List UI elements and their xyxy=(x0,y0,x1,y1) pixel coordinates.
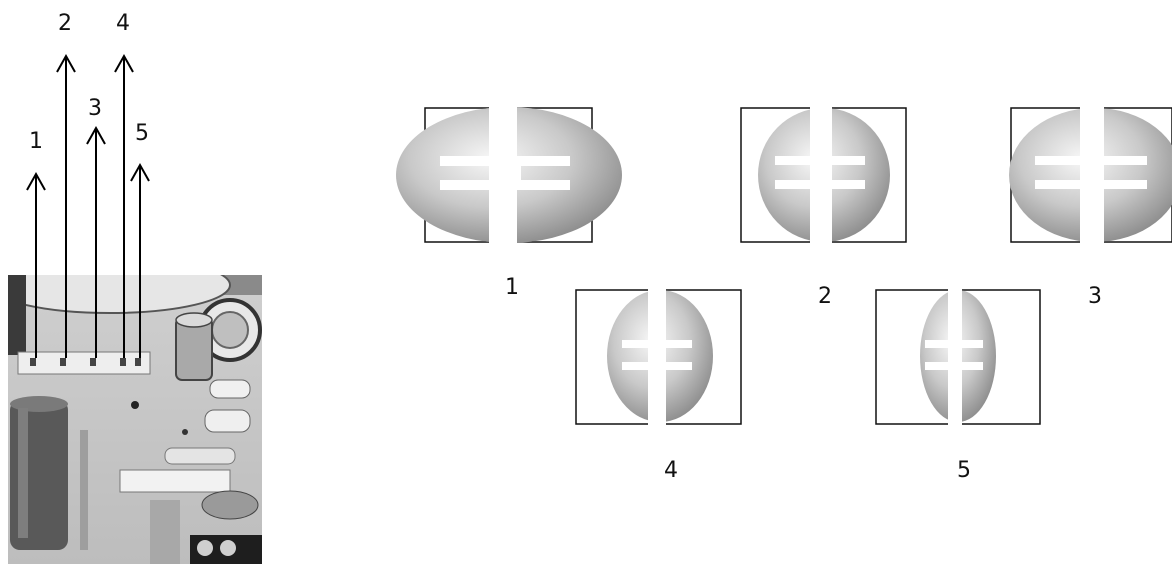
panel-5 xyxy=(875,289,1041,425)
panel-4 xyxy=(575,289,742,425)
panel-2 xyxy=(740,107,907,245)
arrow-5 xyxy=(130,162,150,358)
arrow-label-4: 4 xyxy=(116,11,130,36)
arrow-2 xyxy=(56,53,76,358)
arrow-3 xyxy=(86,125,106,358)
panel-label-5: 5 xyxy=(957,458,971,483)
circuit-board-photo xyxy=(8,275,262,564)
panel-3 xyxy=(1009,107,1172,245)
panel-label-2: 2 xyxy=(818,284,832,309)
arrow-label-1: 1 xyxy=(29,129,43,154)
arrow-label-5: 5 xyxy=(135,121,149,146)
panel-1 xyxy=(396,107,622,245)
panel-label-1: 1 xyxy=(505,275,519,300)
arrow-1 xyxy=(26,171,46,358)
arrow-group xyxy=(26,53,150,358)
arrow-label-2: 2 xyxy=(58,11,72,36)
panel-label-4: 4 xyxy=(664,458,678,483)
arrow-label-3: 3 xyxy=(88,96,102,121)
panel-label-3: 3 xyxy=(1088,284,1102,309)
arrow-4 xyxy=(114,53,134,358)
